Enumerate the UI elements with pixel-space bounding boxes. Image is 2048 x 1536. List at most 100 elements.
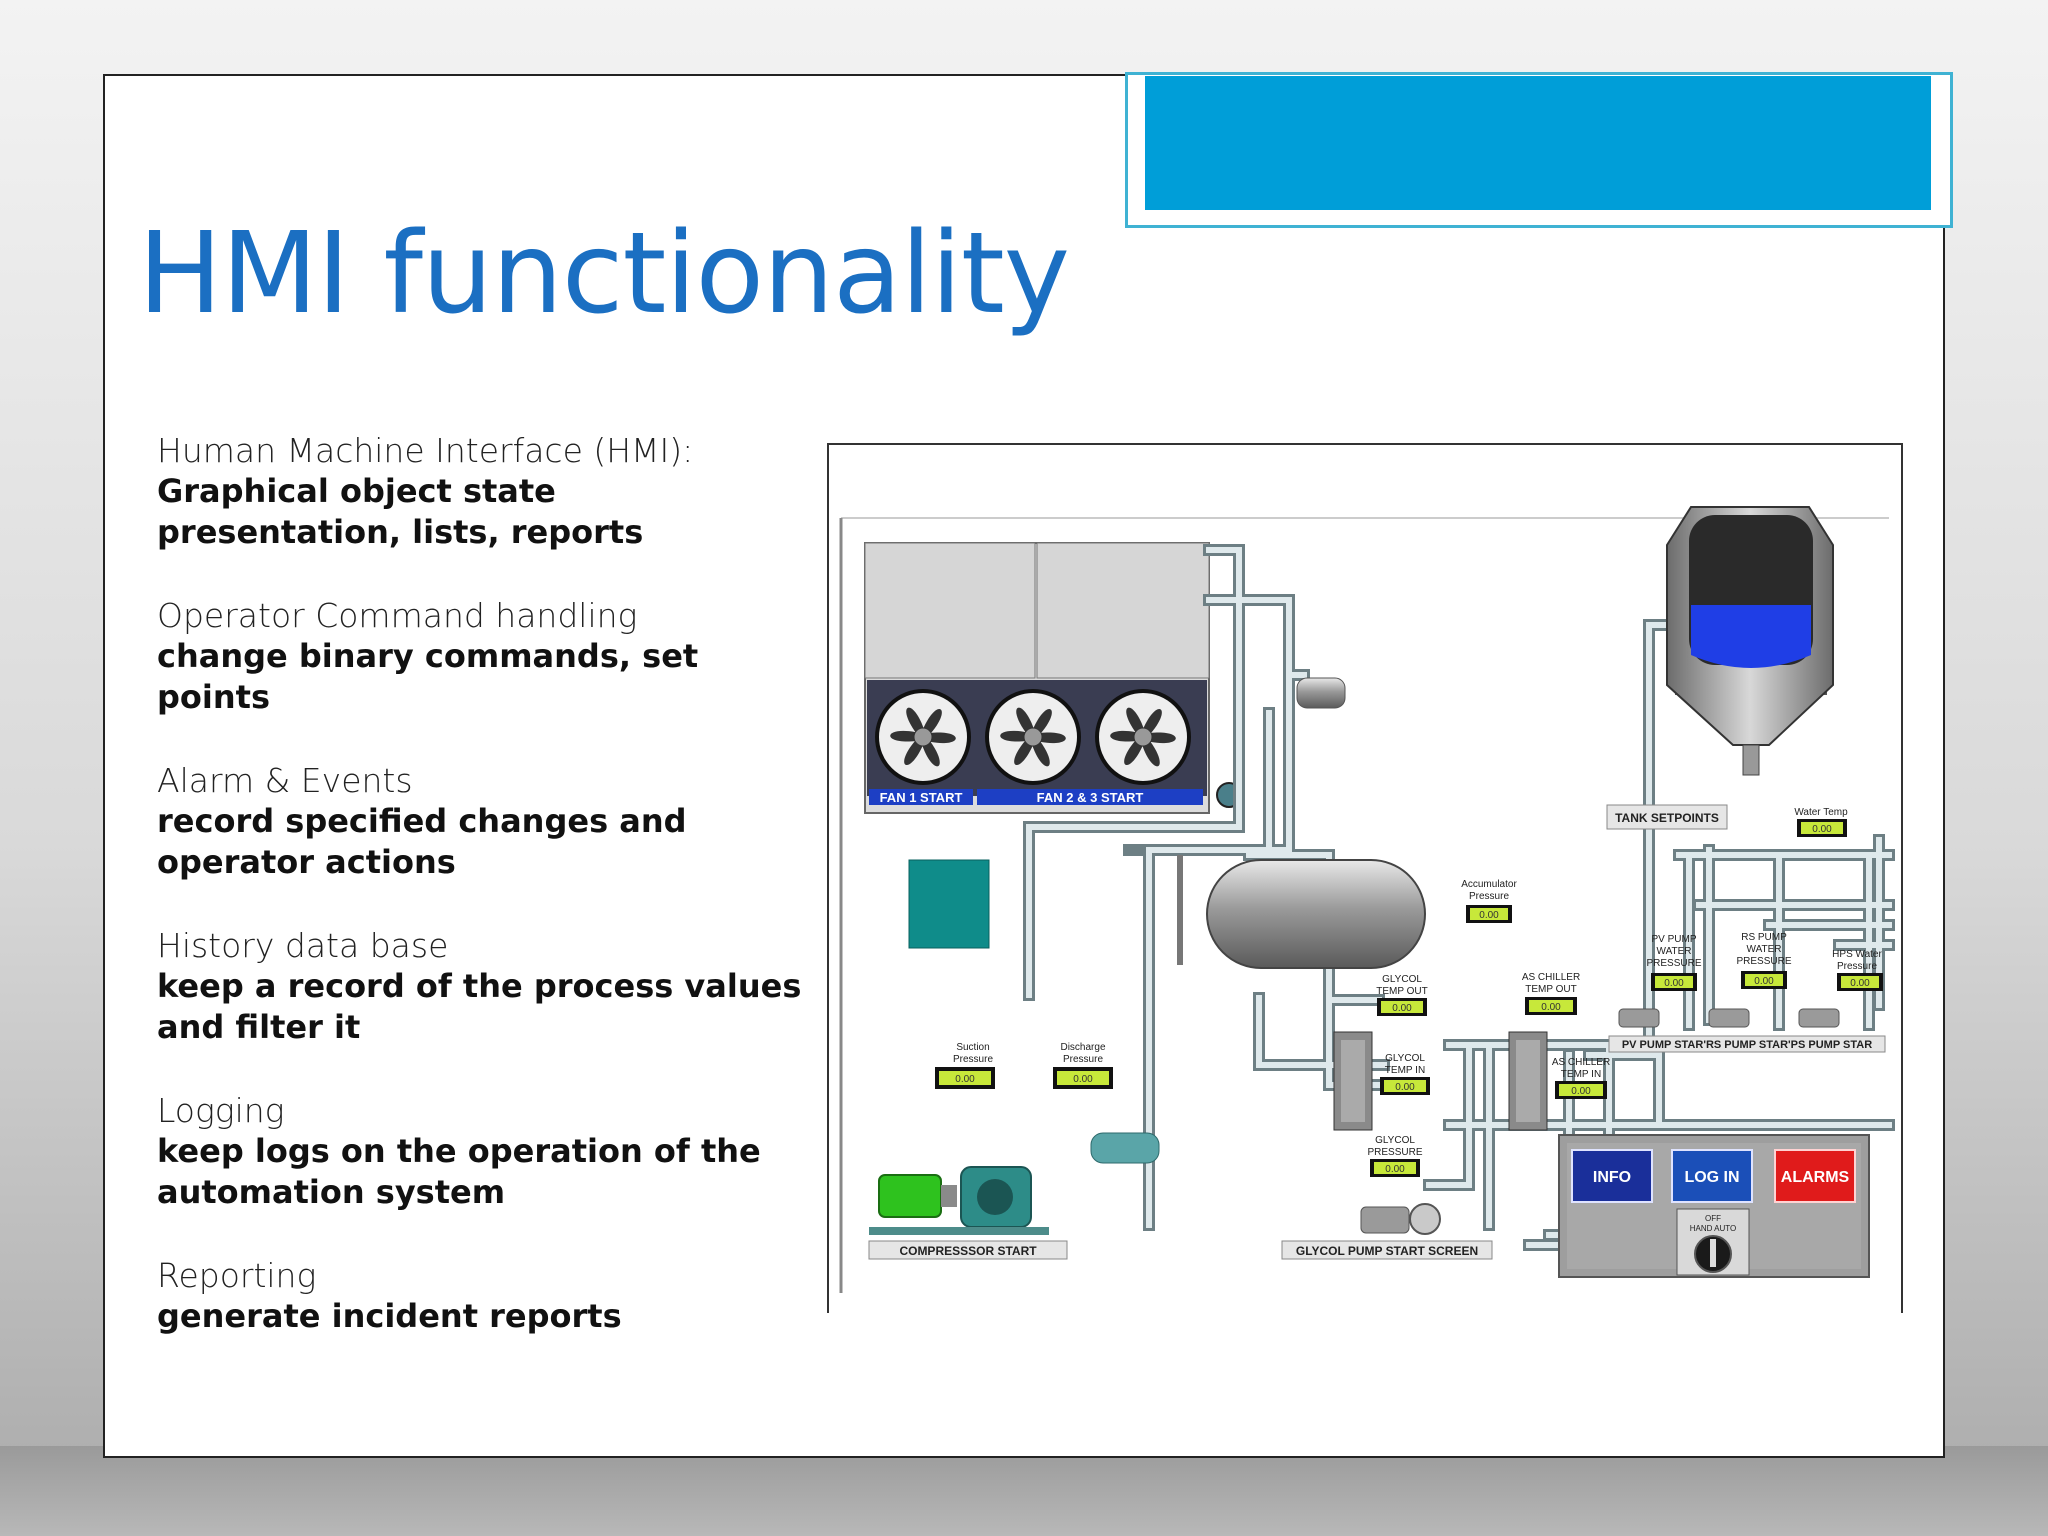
feature-operator-command: Operator Command handling change binary … — [157, 595, 807, 718]
login-button[interactable]: LOG IN — [1671, 1149, 1753, 1203]
glycol-pressure-label-2: PRESSURE — [1367, 1147, 1422, 1158]
feature-reporting: Reporting generate incident reports — [157, 1255, 807, 1337]
selector-knob-pointer — [1710, 1239, 1716, 1267]
glycol-temp-in-gauge: 0.00 — [1380, 1077, 1430, 1095]
fan1-start-label: FAN 1 START — [880, 790, 963, 805]
pv-pump-label-2: WATER — [1657, 946, 1692, 957]
as-chiller-in-label-2: TEMP IN — [1561, 1069, 1601, 1080]
fan1-start-button[interactable]: FAN 1 START — [869, 789, 973, 805]
glycol-temp-out-label: GLYCOL — [1382, 974, 1422, 985]
glycol-pressure-gauge: 0.00 — [1370, 1159, 1420, 1177]
login-button-label: LOG IN — [1684, 1169, 1739, 1186]
switch-hand-auto-label: HAND AUTO — [1690, 1224, 1737, 1233]
background-band — [0, 1446, 2048, 1536]
rs-pump-label-2: WATER — [1747, 944, 1782, 955]
feature-description: Graphical object state presentation, lis… — [157, 472, 644, 551]
feature-description: change binary commands, set points — [157, 637, 699, 716]
gauge-value: 0.00 — [1664, 978, 1684, 989]
feature-description: record specified changes and operator ac… — [157, 802, 687, 881]
gauge-value: 0.00 — [1073, 1074, 1093, 1085]
discharge-label: Discharge — [1060, 1042, 1105, 1053]
feature-description: keep a record of the process values and … — [157, 967, 802, 1046]
pump-row — [1618, 1008, 1840, 1028]
feature-heading: History data base — [157, 926, 449, 965]
feature-heading: Reporting — [157, 1256, 317, 1295]
feature-heading: Alarm & Events — [157, 761, 413, 800]
feature-description: keep logs on the operation of the automa… — [157, 1132, 761, 1211]
glycol-temp-out-gauge: 0.00 — [1377, 998, 1427, 1016]
status-block — [908, 859, 990, 949]
discharge-label-2: Pressure — [1063, 1054, 1103, 1065]
mode-switch[interactable]: OFF HAND AUTO — [1676, 1208, 1750, 1276]
glycol-pressure-label: GLYCOL — [1375, 1135, 1415, 1146]
suction-label: Suction — [956, 1042, 989, 1053]
receiver-tank — [1296, 677, 1346, 709]
water-temp-gauge: 0.00 — [1797, 819, 1847, 837]
discharge-gauge: 0.00 — [1053, 1067, 1113, 1089]
gauge-value: 0.00 — [1541, 1002, 1561, 1013]
tank-setpoints-label: TANK SETPOINTS — [1615, 811, 1719, 825]
tank-setpoints-button[interactable]: TANK SETPOINTS — [1606, 804, 1728, 830]
accent-bar — [1145, 76, 1931, 210]
info-button[interactable]: INFO — [1571, 1149, 1653, 1203]
heat-exchanger — [1333, 1031, 1548, 1131]
feature-hmi: Human Machine Interface (HMI): Graphical… — [157, 430, 807, 553]
fan23-start-button[interactable]: FAN 2 & 3 START — [977, 789, 1203, 805]
feature-alarm-events: Alarm & Events record specified changes … — [157, 760, 807, 883]
accumulator-gauge: 0.00 — [1466, 905, 1512, 923]
pv-pump-label: PV PUMP — [1651, 934, 1696, 945]
suction-gauge: 0.00 — [935, 1067, 995, 1089]
fan-icon — [1095, 689, 1191, 785]
cooling-unit: FAN 1 START FAN 2 & 3 START — [864, 542, 1242, 814]
pump-starts-label: PV PUMP STAR'RS PUMP STAR'PS PUMP STAR — [1622, 1039, 1872, 1051]
gauge-value: 0.00 — [1479, 910, 1499, 921]
gauge-value: 0.00 — [955, 1074, 975, 1085]
as-chiller-out-label: AS CHILLER — [1522, 972, 1580, 983]
as-chiller-in-gauge: 0.00 — [1555, 1081, 1607, 1099]
gauge-value: 0.00 — [1395, 1082, 1415, 1093]
fan23-start-label: FAN 2 & 3 START — [1037, 790, 1144, 805]
glycol-temp-in-label: GLYCOL — [1385, 1053, 1425, 1064]
fan-icon — [985, 689, 1081, 785]
glycol-pump — [1360, 1203, 1441, 1235]
gauge-value: 0.00 — [1812, 824, 1832, 835]
slide-title: HMI functionality — [138, 209, 1070, 339]
pv-pump-gauge: 0.00 — [1651, 973, 1697, 991]
hps-water-gauge: 0.00 — [1837, 973, 1883, 991]
gauge-value: 0.00 — [1392, 1003, 1412, 1014]
feature-list: Human Machine Interface (HMI): Graphical… — [157, 430, 807, 1379]
feature-heading: Operator Command handling — [157, 596, 638, 635]
alarms-button-label: ALARMS — [1781, 1169, 1850, 1186]
pv-pump-label-3: PRESSURE — [1646, 958, 1701, 969]
feature-heading: Logging — [157, 1091, 285, 1130]
gauge-value: 0.00 — [1754, 976, 1774, 987]
accumulator-label-2: Pressure — [1469, 891, 1509, 902]
as-chiller-out-gauge: 0.00 — [1525, 997, 1577, 1015]
hps-water-label: HPS Water — [1832, 949, 1882, 960]
alarms-button[interactable]: ALARMS — [1774, 1149, 1856, 1203]
oil-separator — [1090, 1132, 1160, 1164]
accumulator-tank — [1177, 855, 1426, 969]
switch-off-label: OFF — [1705, 1214, 1721, 1223]
rs-pump-gauge: 0.00 — [1741, 971, 1787, 989]
rs-pump-label: RS PUMP — [1741, 932, 1787, 943]
gauge-value: 0.00 — [1571, 1086, 1591, 1097]
glycol-temp-out-label-2: TEMP OUT — [1376, 986, 1427, 997]
hmi-screenshot: FAN 1 START FAN 2 & 3 START — [827, 443, 1903, 1313]
compressor-start-label: COMPRESSSOR START — [899, 1244, 1037, 1258]
feature-logging: Logging keep logs on the operation of th… — [157, 1090, 807, 1213]
gauge-value: 0.00 — [1385, 1164, 1405, 1175]
as-chiller-in-label: AS CHILLER — [1552, 1057, 1610, 1068]
info-button-label: INFO — [1593, 1169, 1631, 1186]
suction-label-2: Pressure — [953, 1054, 993, 1065]
fan-icon — [875, 689, 971, 785]
feature-heading: Human Machine Interface (HMI): — [157, 431, 694, 470]
gauge-value: 0.00 — [1850, 978, 1870, 989]
water-tank — [1666, 506, 1834, 776]
glycol-pump-start-button[interactable]: GLYCOL PUMP START SCREEN — [1281, 1240, 1493, 1260]
water-temp-label: Water Temp — [1794, 807, 1848, 818]
compressor-start-button[interactable]: COMPRESSSOR START — [868, 1240, 1068, 1260]
pump-starts-button[interactable]: PV PUMP STAR'RS PUMP STAR'PS PUMP STAR — [1608, 1035, 1886, 1053]
feature-description: generate incident reports — [157, 1297, 622, 1335]
feature-history-db: History data base keep a record of the p… — [157, 925, 807, 1048]
